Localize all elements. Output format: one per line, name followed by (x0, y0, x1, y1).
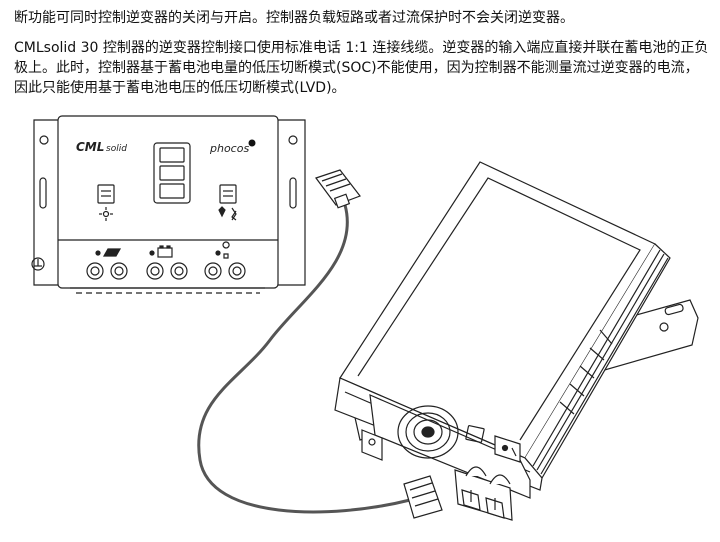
ground-icon (31, 257, 45, 271)
controller-brand-text: CML (76, 140, 104, 154)
controller-display (153, 142, 191, 204)
inverter-switch[interactable] (494, 435, 521, 463)
controller-model-text: solid (106, 144, 127, 154)
solar-panel-icon (95, 248, 122, 257)
fan-grille (397, 405, 459, 459)
controller-right-button[interactable] (219, 184, 237, 204)
rj-connector-top (315, 169, 361, 209)
paragraph-1: 断功能可同时控制逆变器的关闭与开启。控制器负载短路或者过流保护时不会关闭逆变器。 (14, 10, 574, 26)
maker-logo-dot-icon (248, 139, 256, 147)
terminal-row (86, 262, 246, 280)
bluetooth-icon (231, 207, 237, 221)
solar-charge-controller: CML solid phocos (31, 115, 306, 294)
text-block: 断功能可同时控制逆变器的关闭与开启。控制器负载短路或者过流保护时不会关闭逆变器。… (14, 8, 710, 98)
inverter-rj-port[interactable] (465, 425, 485, 443)
bulb-icon (215, 241, 230, 259)
controller-maker-text: phocos (209, 142, 249, 155)
paragraph-2: CMLsolid 30 控制器的逆变器控制接口使用标准电话 1:1 连接线缆。逆… (14, 40, 709, 96)
phone-cable (197, 169, 443, 519)
battery-icon (149, 245, 173, 258)
rj-connector-bottom (403, 475, 443, 519)
inverter (334, 161, 699, 521)
light-icon (99, 207, 113, 221)
battery-input-terminals (454, 466, 513, 521)
load-icon (218, 206, 226, 218)
left-terminal-block (361, 429, 383, 461)
controller-left-button[interactable] (97, 184, 115, 204)
